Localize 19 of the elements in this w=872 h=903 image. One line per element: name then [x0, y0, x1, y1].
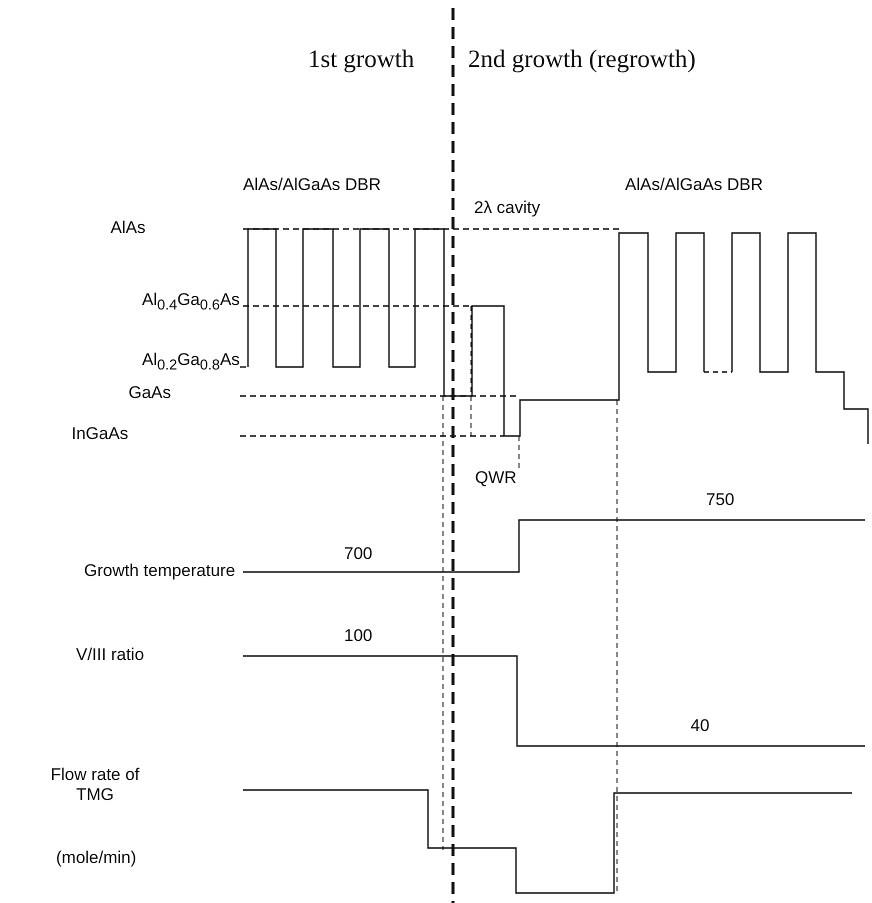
value-label: 700 [344, 544, 372, 564]
layer-label: AlAs/AlGaAs DBR [625, 175, 763, 195]
section-heading: 2nd growth (regrowth) [468, 46, 696, 75]
layer-label: GaAs [128, 383, 172, 403]
layer-label: 2λ cavity [474, 198, 540, 218]
layer-label: InGaAs [72, 424, 128, 444]
layer-label: AlAs [110, 218, 146, 238]
axis-label: (mole/min) [56, 848, 136, 868]
layer-label: Al$_{0.4}$Ga$_{0.6}$As [142, 290, 240, 314]
value-label: 40 [690, 716, 710, 736]
value-label: 100 [344, 626, 372, 646]
layer-label: Al$_{0.2}$Ga$_{0.8}$As [142, 350, 240, 374]
axis-label: Flow rate of TMG [50, 765, 140, 804]
layer-label: QWR [475, 468, 517, 488]
layer-label: AlAs/AlGaAs DBR [243, 175, 381, 195]
axis-label: V/III ratio [76, 645, 144, 665]
section-heading: 1st growth [308, 46, 414, 75]
axis-label: Growth temperature [84, 561, 236, 581]
value-label: 750 [706, 490, 734, 510]
